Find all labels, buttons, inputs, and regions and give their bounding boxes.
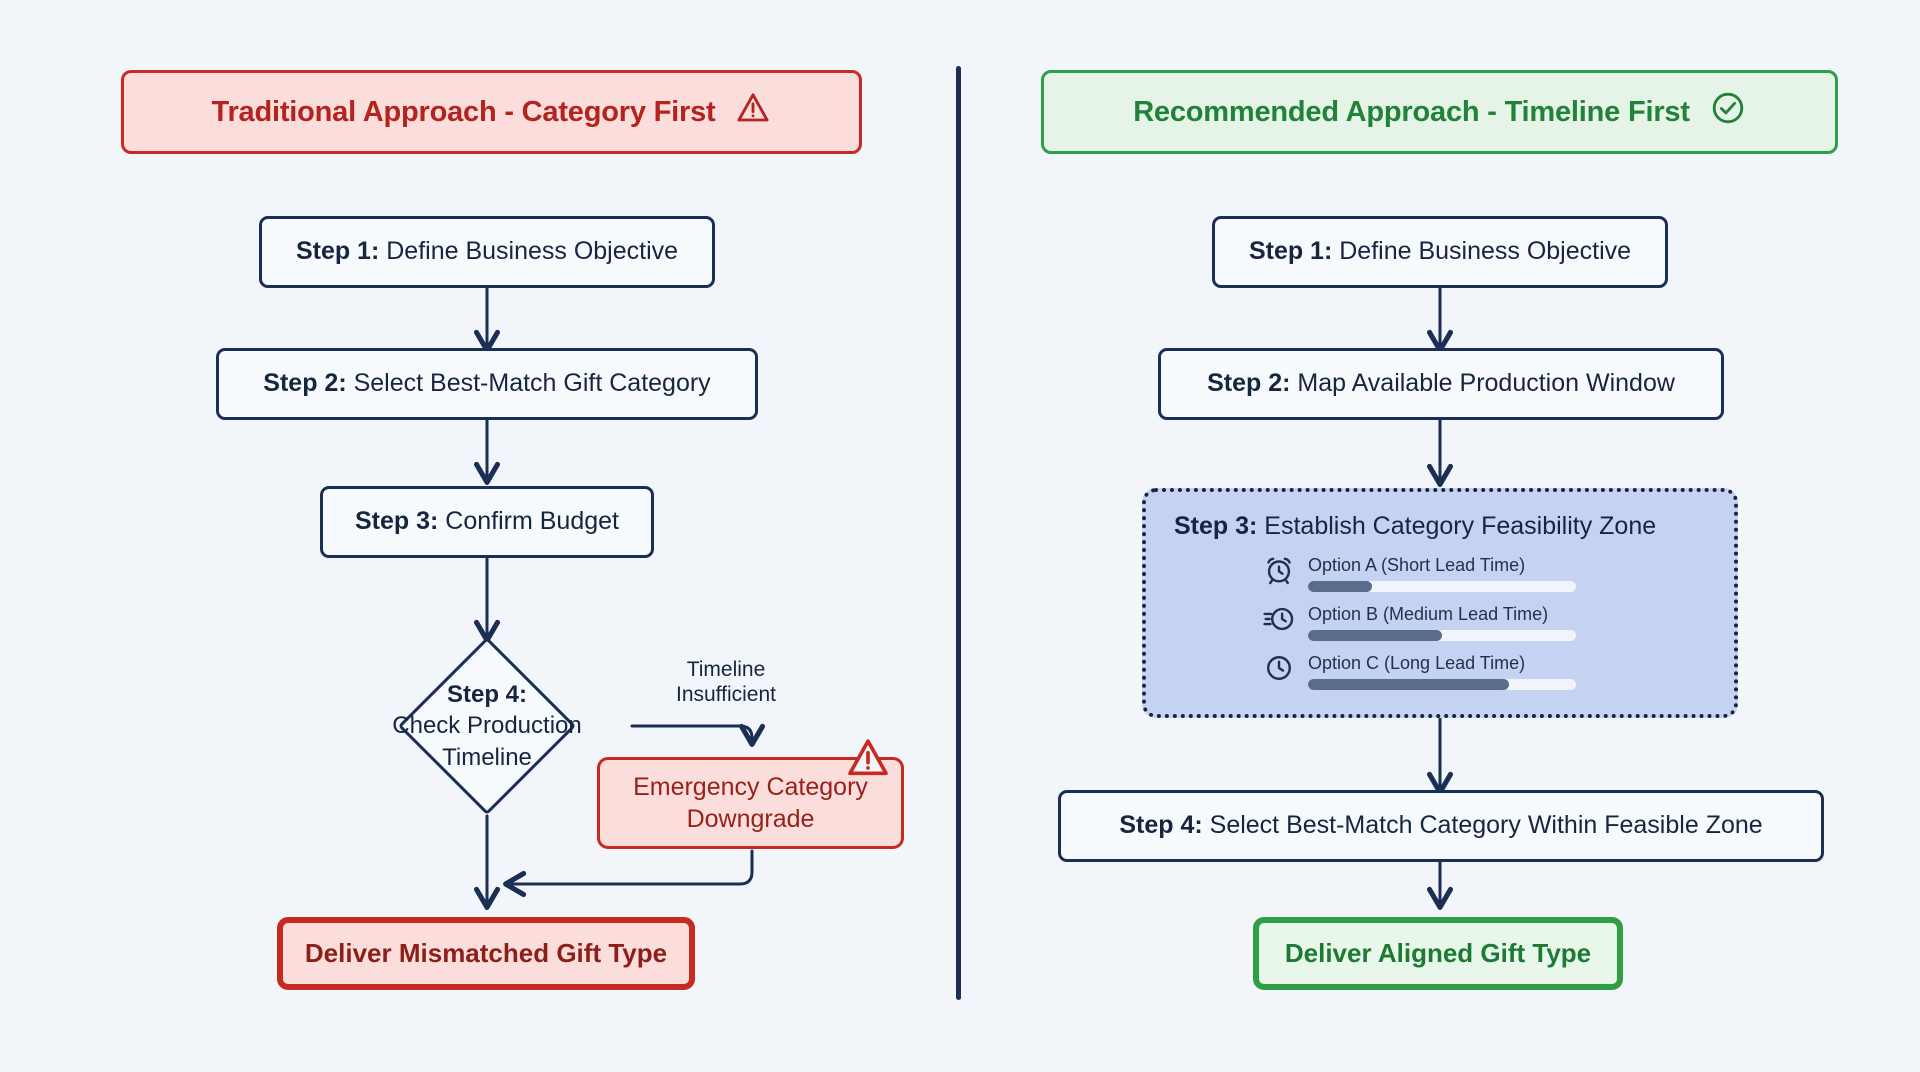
- left-step-4-line2: Timeline: [442, 743, 532, 771]
- option-label: Option C (Long Lead Time): [1308, 653, 1526, 673]
- clock-motion-icon: [1262, 602, 1296, 641]
- edge-l4-emergency: [630, 723, 766, 747]
- left-step-3-prefix: Step 3:: [355, 507, 446, 536]
- left-step-4-prefix: Step 4:: [446, 681, 527, 709]
- option-body: Option A (Short Lead Time): [1308, 553, 1576, 592]
- left-emergency-downgrade[interactable]: Emergency Category Downgrade: [597, 757, 904, 849]
- option-label: Option A (Short Lead Time): [1308, 555, 1526, 575]
- option-progress-fill: [1308, 678, 1509, 690]
- right-step-3-label: Establish Category Feasibility Zone: [1264, 512, 1657, 540]
- panel-header-traditional: Traditional Approach - Category First: [121, 70, 862, 154]
- right-step-1[interactable]: Step 1: Define Business Objective: [1212, 216, 1668, 288]
- left-step-3-label: Confirm Budget: [445, 507, 619, 536]
- left-step-1-prefix: Step 1:: [295, 237, 387, 266]
- option-row[interactable]: Option C (Long Lead Time): [1262, 651, 1734, 690]
- right-step-4-label: Select Best-Match Category Within Feasib…: [1209, 811, 1763, 840]
- panel-header-recommended: Recommended Approach - Timeline First: [1041, 70, 1838, 154]
- option-list: Option A (Short Lead Time): [1262, 553, 1734, 690]
- right-outcome-label: Deliver Aligned Gift Type: [1284, 938, 1592, 969]
- right-step-3-title: Step 3: Establish Category Feasibility Z…: [1174, 512, 1734, 541]
- option-progress-fill: [1308, 629, 1442, 641]
- left-step-1-label: Define Business Objective: [386, 237, 679, 266]
- left-step-4-text: Step 4: Check Production Timeline: [342, 663, 632, 789]
- check-circle-icon: [1710, 90, 1746, 134]
- panel-title-left: Traditional Approach - Category First: [211, 95, 716, 128]
- left-step-2[interactable]: Step 2: Select Best-Match Gift Category: [216, 348, 758, 420]
- right-step-4-prefix: Step 4:: [1119, 811, 1210, 840]
- option-row[interactable]: Option A (Short Lead Time): [1262, 553, 1734, 592]
- option-progress-track: [1308, 629, 1576, 641]
- option-body: Option C (Long Lead Time): [1308, 651, 1576, 690]
- left-step-3[interactable]: Step 3: Confirm Budget: [320, 486, 654, 558]
- edge-emergency-loop: [503, 849, 754, 898]
- option-progress-track: [1308, 678, 1576, 690]
- right-outcome-aligned[interactable]: Deliver Aligned Gift Type: [1253, 917, 1623, 990]
- panel-title-right: Recommended Approach - Timeline First: [1133, 95, 1690, 128]
- right-step-1-label: Define Business Objective: [1339, 237, 1632, 266]
- left-step-2-prefix: Step 2:: [263, 369, 354, 398]
- emergency-line2: Downgrade: [686, 805, 815, 833]
- clock-icon: [1262, 651, 1296, 690]
- left-step-4-line1: Check Production: [392, 712, 582, 740]
- emergency-line1: Emergency Category: [633, 773, 868, 801]
- panel-divider: [956, 66, 961, 1000]
- branch-label-line2: Insufficient: [675, 682, 776, 706]
- left-outcome-mismatched[interactable]: Deliver Mismatched Gift Type: [277, 917, 695, 990]
- option-progress-track: [1308, 580, 1576, 592]
- option-row[interactable]: Option B (Medium Lead Time): [1262, 602, 1734, 641]
- left-step-2-label: Select Best-Match Gift Category: [353, 369, 711, 398]
- option-body: Option B (Medium Lead Time): [1308, 602, 1576, 641]
- right-step-2-prefix: Step 2:: [1207, 369, 1298, 398]
- edge-label-timeline-insufficient: Timeline Insufficient: [636, 658, 816, 708]
- right-step-2-label: Map Available Production Window: [1297, 369, 1675, 398]
- right-step-2[interactable]: Step 2: Map Available Production Window: [1158, 348, 1724, 420]
- warning-triangle-icon: [845, 735, 891, 781]
- right-step-1-prefix: Step 1:: [1248, 237, 1340, 266]
- right-step-4[interactable]: Step 4: Select Best-Match Category Withi…: [1058, 790, 1824, 862]
- warning-triangle-icon: [735, 90, 771, 134]
- alarm-clock-icon: [1262, 553, 1296, 592]
- right-step-3-feasibility-zone[interactable]: Step 3: Establish Category Feasibility Z…: [1142, 488, 1738, 718]
- left-step-1[interactable]: Step 1: Define Business Objective: [259, 216, 715, 288]
- option-progress-fill: [1308, 580, 1373, 592]
- left-outcome-label: Deliver Mismatched Gift Type: [304, 938, 668, 969]
- option-label: Option B (Medium Lead Time): [1308, 604, 1549, 624]
- right-step-3-prefix: Step 3:: [1174, 512, 1265, 540]
- branch-label-line1: Timeline: [686, 658, 766, 681]
